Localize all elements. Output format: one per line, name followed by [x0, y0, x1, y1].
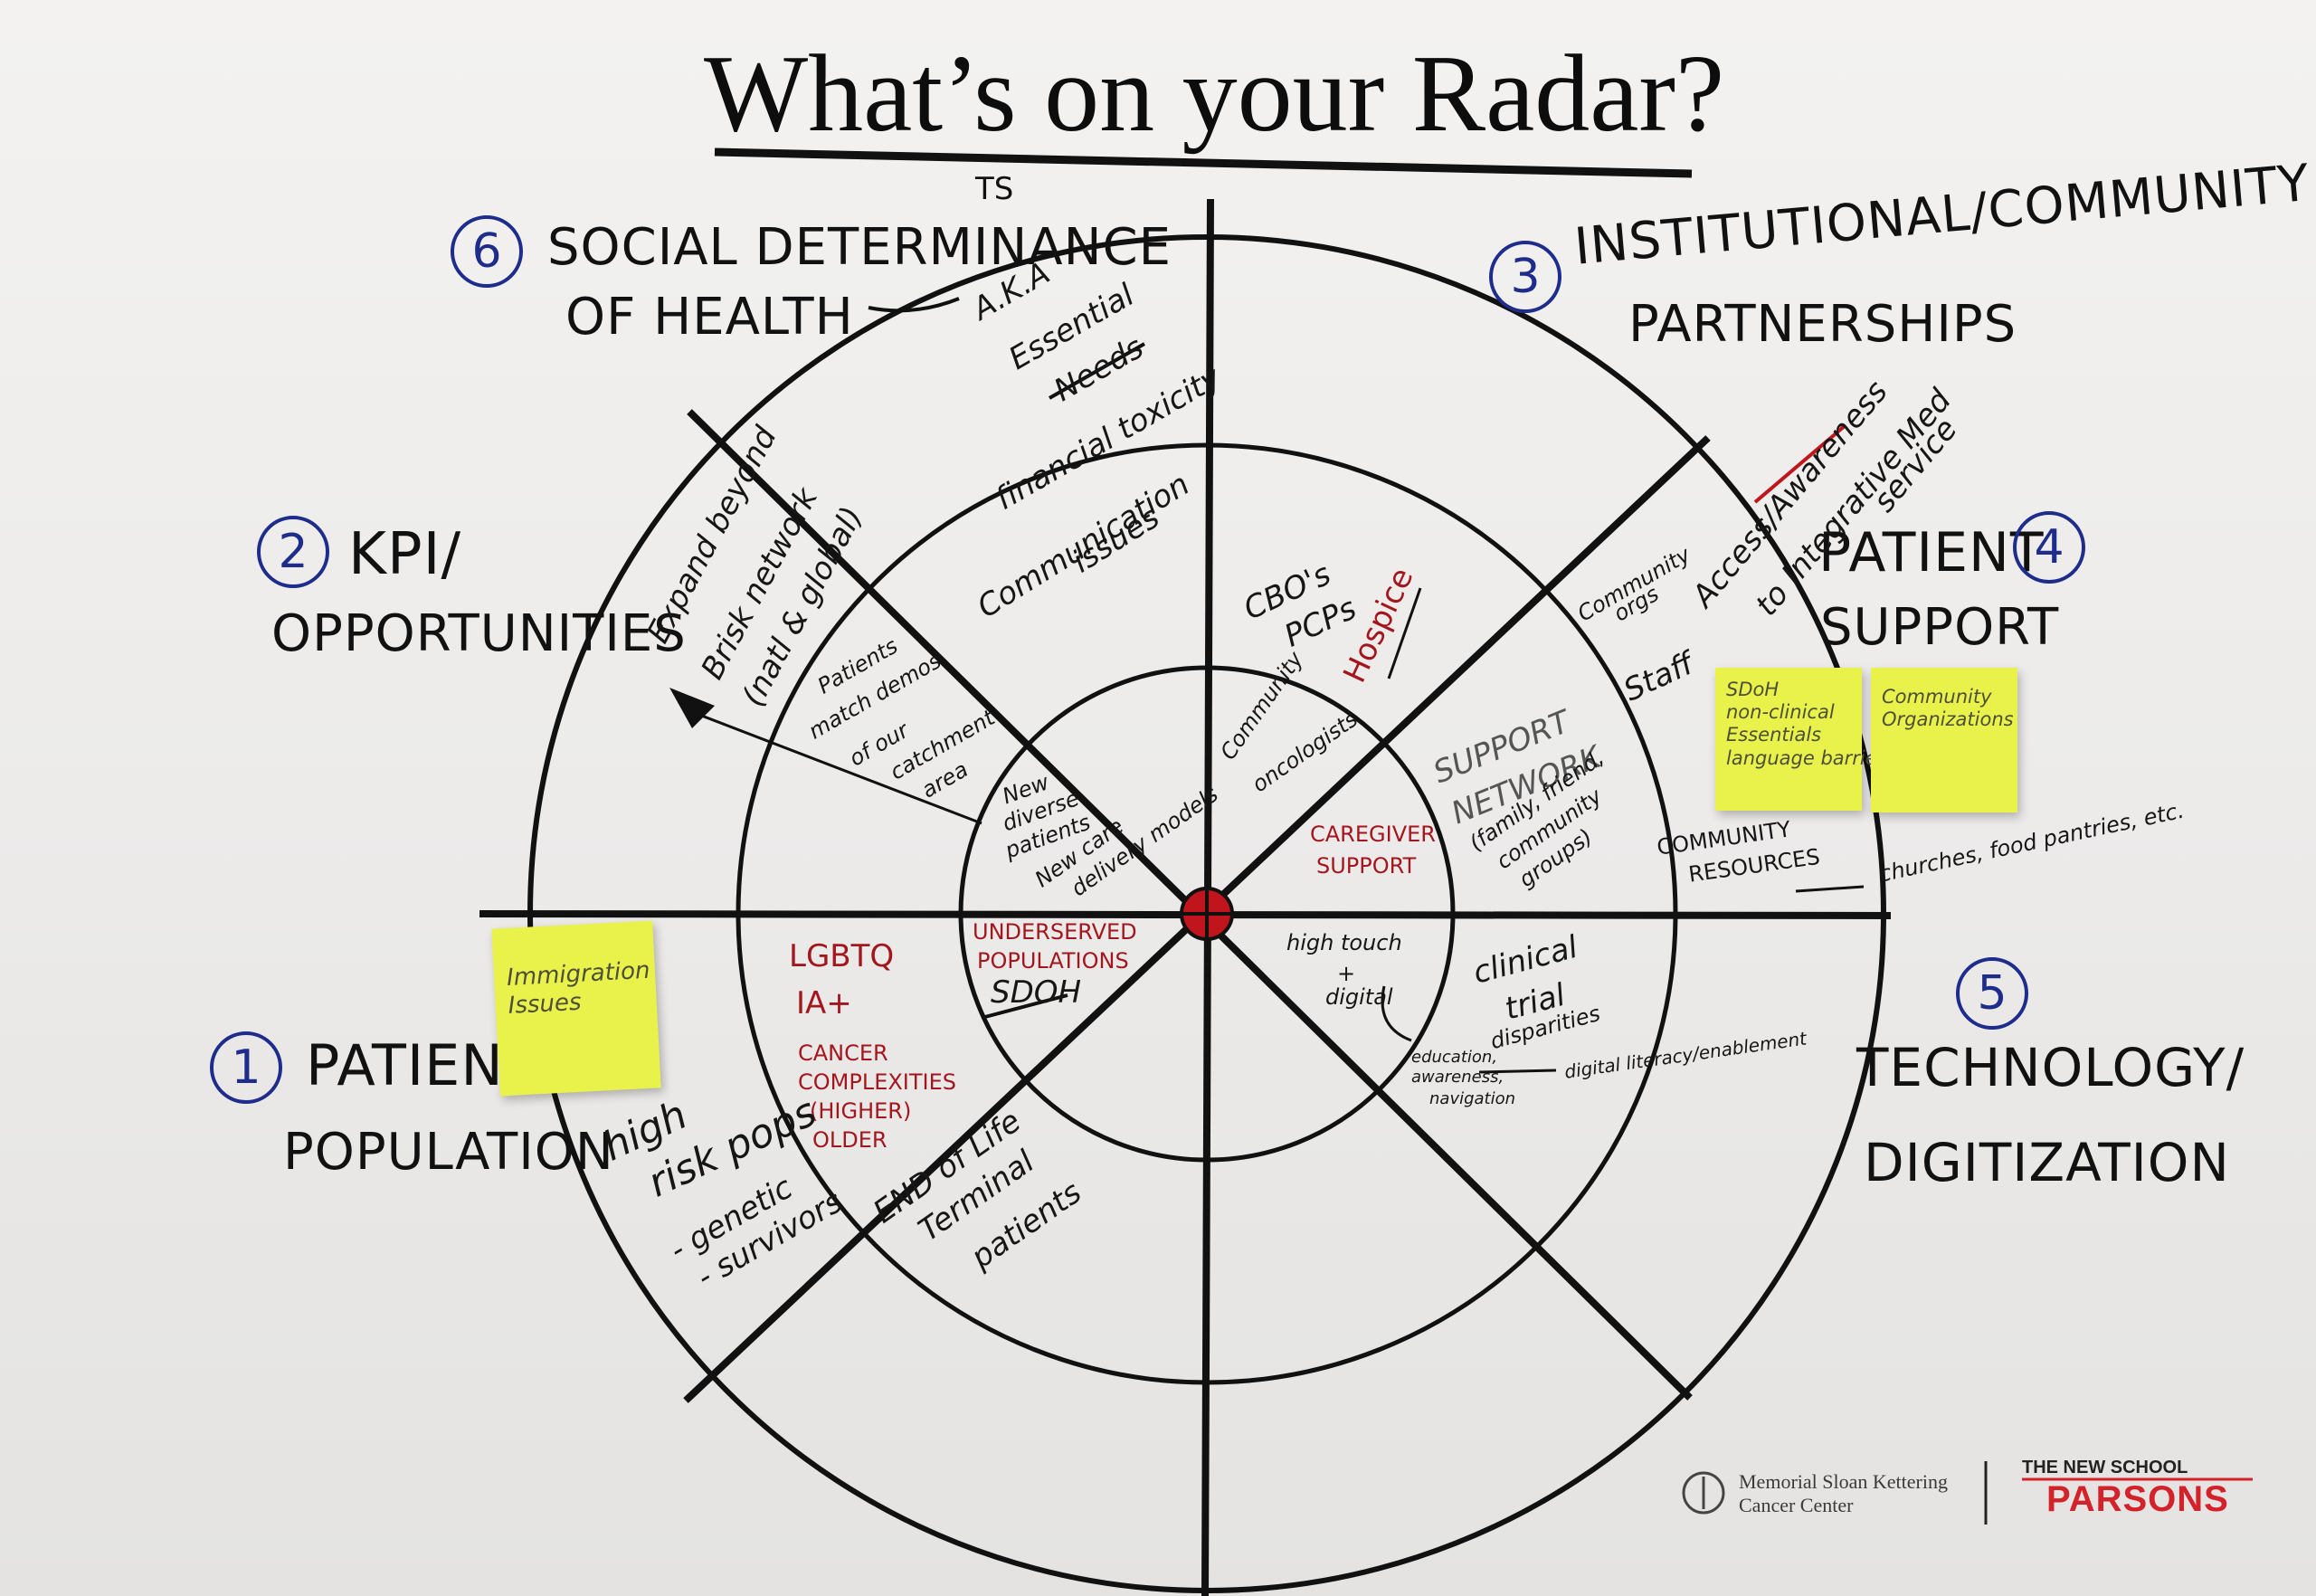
arrow-education-digital — [1478, 1069, 1557, 1074]
category-number-1: 1 — [210, 1031, 282, 1104]
category-3-line-2: PARTNERSHIPS — [1628, 295, 2017, 354]
sticky-note-immigration-text: Immigration Issues — [506, 956, 651, 1021]
category-5-line-2: DIGITIZATION — [1864, 1132, 2230, 1193]
category-5-line-1: TECHNOLOGY/ — [1856, 1037, 2245, 1098]
sticky-note-sdoh: SDoH non-clinical Essentials language ba… — [1715, 668, 1884, 811]
note-cancer-complexities-3: (HIGHER) — [810, 1098, 912, 1124]
category-6-line-1: SOCIAL DETERMINANCE — [547, 218, 1172, 277]
category-number-2: 2 — [257, 516, 329, 588]
red-underline-awareness — [1753, 423, 1847, 504]
note-underserved-2: POPULATIONS — [977, 948, 1129, 974]
note-high-touch-3: digital — [1325, 984, 1393, 1010]
category-4-line-2: SUPPORT — [1820, 598, 2060, 657]
note-underserved-1: UNDERSERVED — [973, 919, 1137, 945]
sticky-note-sdoh-text: SDoH non-clinical Essentials language ba… — [1726, 679, 1885, 769]
note-ia: IA+ — [796, 985, 852, 1021]
new-school-logo: THE NEW SCHOOL — [2022, 1458, 2188, 1477]
note-caregiver-support-1: CAREGIVER — [1310, 822, 1436, 847]
category-6-line-2: OF HEALTH — [565, 288, 854, 347]
sticky-note-community-organizations: Community Organizations — [1871, 668, 2017, 812]
underline-sdoh — [981, 993, 1068, 1020]
connector-social-determinance — [868, 297, 960, 313]
note-lgbtq: LGBTQ — [789, 938, 895, 974]
category-number-4: 4 — [2013, 511, 2085, 584]
arrow-line-expand — [687, 708, 982, 825]
note-caregiver-support-2: SUPPORT — [1316, 853, 1417, 879]
category-number-6: 6 — [451, 215, 523, 288]
connector-churches — [1795, 885, 1865, 893]
note-education-3: navigation — [1429, 1089, 1516, 1108]
note-cancer-complexities-1: CANCER — [798, 1040, 888, 1066]
parsons-logo: PARSONS — [2046, 1479, 2229, 1519]
note-cancer-complexities-2: COMPLEXITIES — [798, 1069, 957, 1095]
mskcc-logo-line-2: Cancer Center — [1739, 1494, 1854, 1516]
mskcc-logo-line-1: Memorial Sloan Kettering — [1739, 1470, 1948, 1493]
mskcc-logo-mark — [1682, 1471, 1725, 1515]
arrow-high-touch — [1381, 985, 1412, 1042]
board-title: What’s on your Radar? — [704, 33, 1725, 155]
note-education-2: awareness, — [1411, 1068, 1504, 1087]
title-underline — [714, 147, 1693, 178]
slash-hospice — [1387, 587, 1422, 679]
category-1-line-2: POPULATION — [283, 1123, 614, 1182]
category-2-line-1: KPI/ — [348, 521, 461, 588]
category-number-3: 3 — [1489, 241, 1561, 313]
category-6-superscript: TS — [975, 171, 1014, 207]
note-cancer-complexities-4: OLDER — [812, 1127, 887, 1153]
note-high-touch-1: high touch — [1286, 930, 1402, 955]
underline-needs — [1049, 342, 1145, 400]
arrow-head-expand — [669, 688, 715, 728]
note-high-touch-2: + — [1337, 961, 1356, 986]
category-4-line-1: PATIENT — [1818, 521, 2045, 584]
note-education-1: education, — [1411, 1048, 1498, 1067]
sticky-note-community-organizations-text: Community Organizations — [1882, 686, 2014, 731]
sticky-note-immigration: Immigration Issues — [491, 920, 661, 1097]
note-sdoh: SDOH — [991, 974, 1082, 1011]
category-2-line-2: OPPORTUNITIES — [271, 604, 687, 663]
category-number-5: 5 — [1956, 957, 2028, 1030]
